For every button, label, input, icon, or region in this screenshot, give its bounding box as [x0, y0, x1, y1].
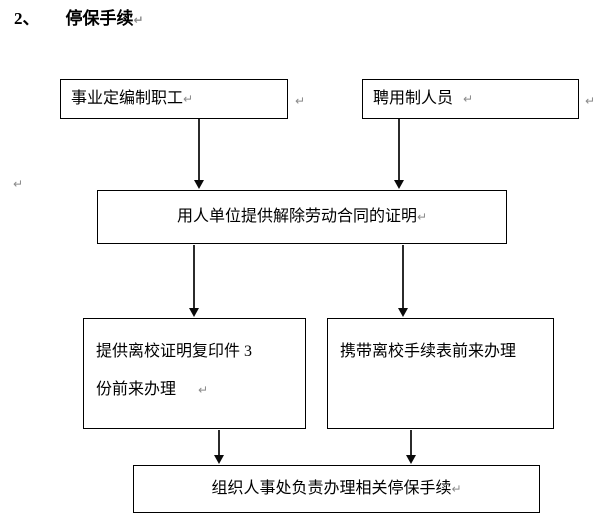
arrow-head-icon	[188, 308, 199, 317]
heading-text: 停保手续	[65, 9, 134, 28]
page-title: 2、 停保手续↵	[14, 8, 144, 31]
arrow-head-icon	[397, 308, 408, 317]
arrow-head-icon	[213, 455, 224, 464]
heading-number: 2、	[14, 9, 40, 28]
flow-node-proof[interactable]: 用人单位提供解除劳动合同的证明↵	[97, 190, 507, 244]
flow-node-copies-label-line2: 份前来办理	[96, 381, 177, 398]
flow-node-form[interactable]: 携带离校手续表前来办理	[327, 318, 554, 429]
flow-node-copies[interactable]: 提供离校证明复印件 3 份前来办理 ↵	[83, 318, 306, 429]
flow-node-copies-line2-wrap: 份前来办理 ↵	[96, 371, 305, 409]
pilcrow-icon: ↵	[451, 482, 462, 496]
flow-node-proof-label: 用人单位提供解除劳动合同的证明	[176, 208, 417, 225]
arrow-line	[402, 245, 404, 309]
arrow-head-icon	[393, 180, 404, 189]
arrow-line	[198, 119, 200, 181]
arrow-line	[193, 245, 195, 309]
pilcrow-icon-after-hired-box: ↵	[585, 94, 596, 108]
flow-node-hired-label: 聘用制人员	[373, 90, 454, 107]
arrow-head-icon	[405, 455, 416, 464]
pilcrow-icon: ↵	[463, 92, 474, 106]
flow-node-final-label: 组织人事处负责办理相关停保手续	[211, 480, 452, 497]
flow-node-copies-label-line1: 提供离校证明复印件 3	[96, 343, 253, 360]
pilcrow-icon: ↵	[416, 210, 428, 224]
flow-node-form-label: 携带离校手续表前来办理	[340, 343, 517, 360]
flow-node-staff[interactable]: 事业定编制职工↵	[60, 79, 288, 119]
flow-node-final[interactable]: 组织人事处负责办理相关停保手续↵	[133, 465, 540, 513]
pilcrow-icon: ↵	[198, 383, 209, 397]
pilcrow-icon: ↵	[183, 92, 194, 106]
margin-pilcrow-icon: ↵	[13, 177, 24, 191]
flow-node-hired[interactable]: 聘用制人员 ↵	[362, 79, 579, 119]
arrow-head-icon	[193, 180, 204, 189]
pilcrow-icon: ↵	[133, 13, 144, 27]
arrow-line	[218, 430, 220, 456]
pilcrow-icon-after-staff-box: ↵	[295, 94, 306, 108]
arrow-line	[410, 430, 412, 456]
arrow-line	[398, 119, 400, 181]
flow-node-staff-label: 事业定编制职工	[71, 90, 184, 107]
